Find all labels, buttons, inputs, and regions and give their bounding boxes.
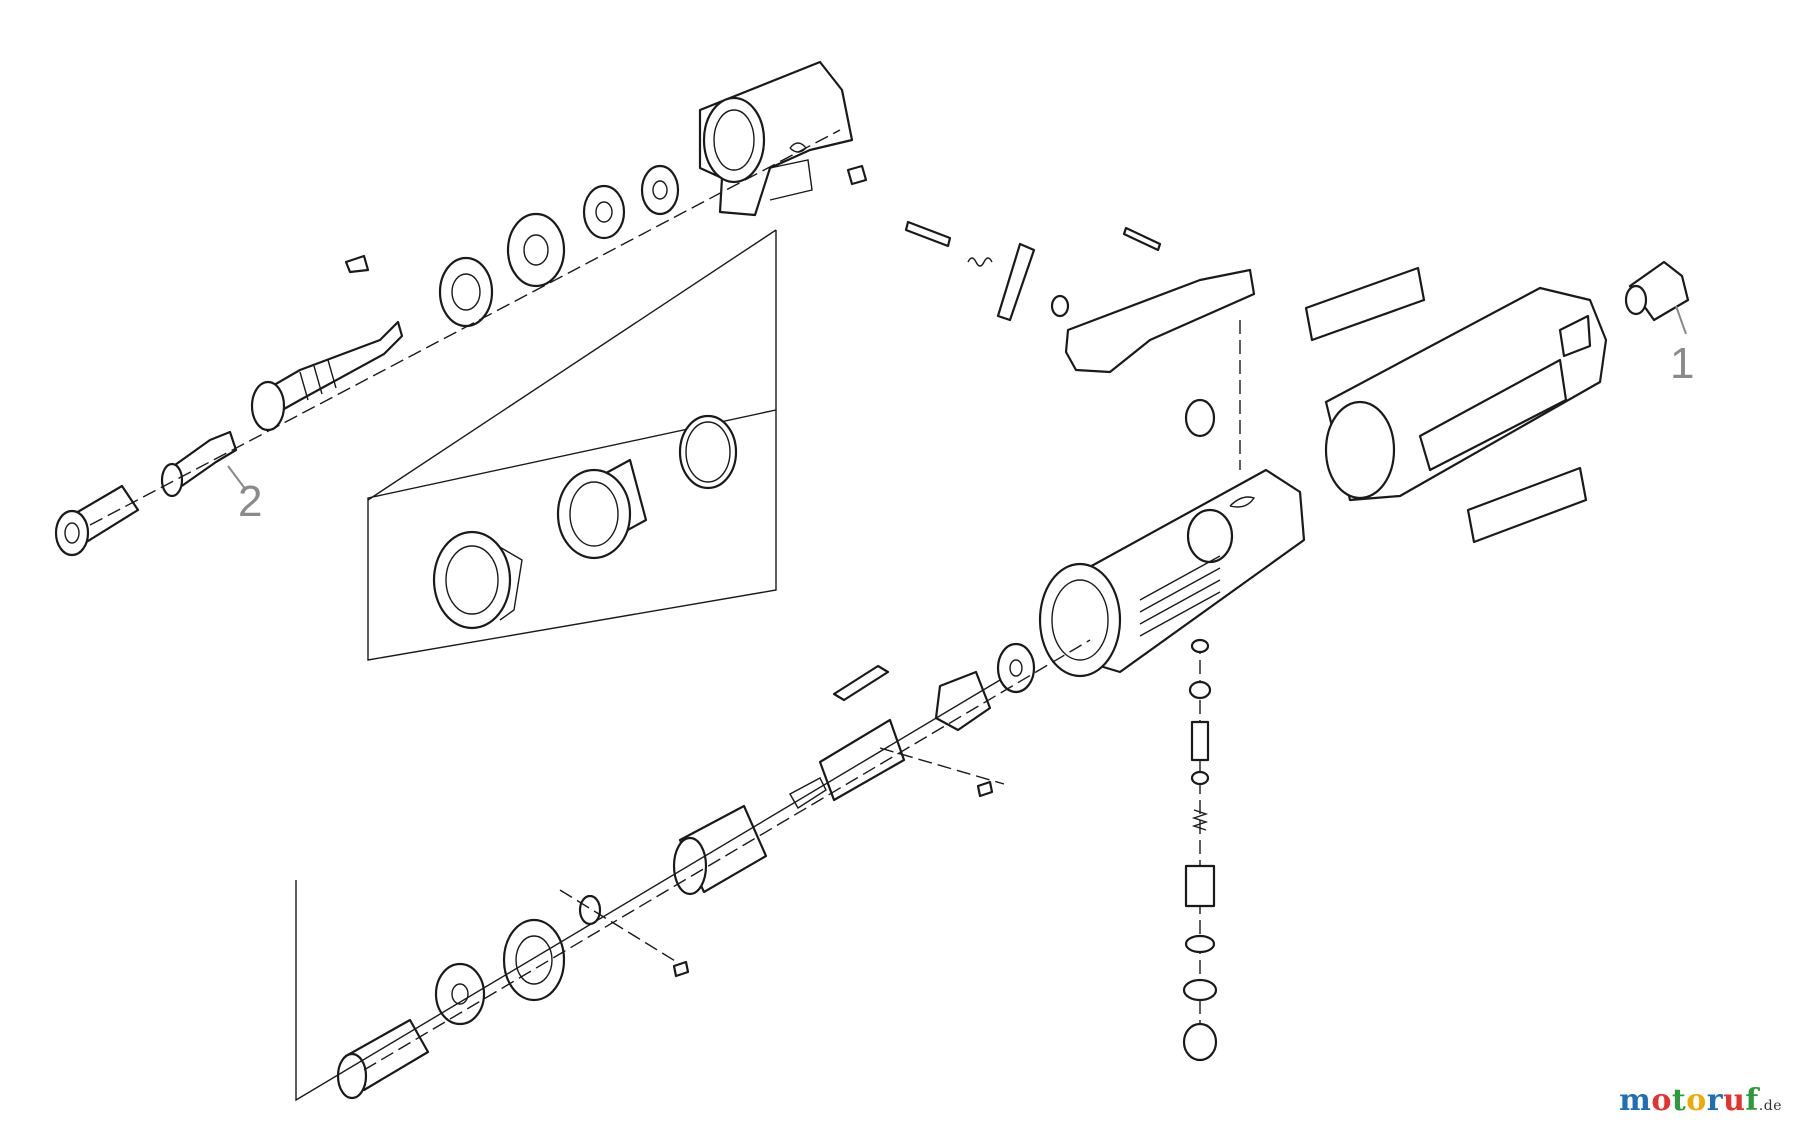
- collet-nut: [54, 484, 140, 557]
- bearing-small: [640, 164, 680, 216]
- callout-1: 1: [1670, 339, 1694, 388]
- retaining-clip: [344, 254, 370, 274]
- valve-body-cap: [1184, 398, 1216, 438]
- grip-sleeve: [1324, 286, 1608, 502]
- small-set-screw: [846, 164, 868, 186]
- lever-spring: [967, 257, 993, 267]
- clamp-ring: [432, 530, 523, 630]
- watermark-letter: o: [1651, 1083, 1672, 1118]
- valve-stack: [1182, 638, 1218, 1062]
- front-plate-bearing: [996, 642, 1036, 694]
- o-ring: [678, 414, 738, 490]
- bearing-large: [506, 212, 566, 288]
- spindle-shaft: [250, 320, 404, 432]
- lock-nut: [438, 256, 494, 328]
- angle-head-housing: [698, 60, 854, 217]
- small-pin-a: [976, 780, 994, 798]
- lever-bushing: [1050, 294, 1070, 318]
- watermark-letter: u: [1723, 1083, 1746, 1118]
- watermark-letter: t: [1671, 1083, 1687, 1118]
- bevel-gear: [582, 184, 626, 240]
- callout-2: 2: [238, 477, 262, 526]
- watermark-logo: motoruf.de: [1619, 1083, 1782, 1118]
- small-pin-b: [672, 960, 690, 978]
- watermark-tld: .de: [1758, 1098, 1782, 1114]
- watermark-wordmark: motoruf: [1619, 1083, 1759, 1118]
- drive-gear-shaft: [336, 1018, 430, 1100]
- watermark-letter: m: [1619, 1083, 1652, 1118]
- label-strip-top: [1304, 266, 1426, 342]
- air-inlet-fitting: [1624, 260, 1690, 322]
- watermark-letter: f: [1745, 1083, 1759, 1118]
- label-strip-bottom: [1466, 466, 1588, 544]
- cylinder: [672, 804, 768, 896]
- rear-bearing: [434, 962, 486, 1026]
- rear-end-plate: [502, 918, 566, 1002]
- cylinder-end-plate: [934, 670, 992, 732]
- threaded-bushing: [556, 458, 648, 560]
- motor-housing: [1038, 468, 1306, 678]
- sub-assembly-box: [367, 229, 777, 661]
- watermark-letter: o: [1686, 1083, 1707, 1118]
- lock-lever: [996, 242, 1036, 322]
- throttle-lever: [1064, 226, 1256, 374]
- lever-pin: [904, 220, 952, 248]
- rotor: [789, 718, 906, 809]
- rotor-blade: [832, 664, 890, 702]
- watermark-letter: r: [1706, 1083, 1724, 1118]
- collet: [160, 430, 238, 498]
